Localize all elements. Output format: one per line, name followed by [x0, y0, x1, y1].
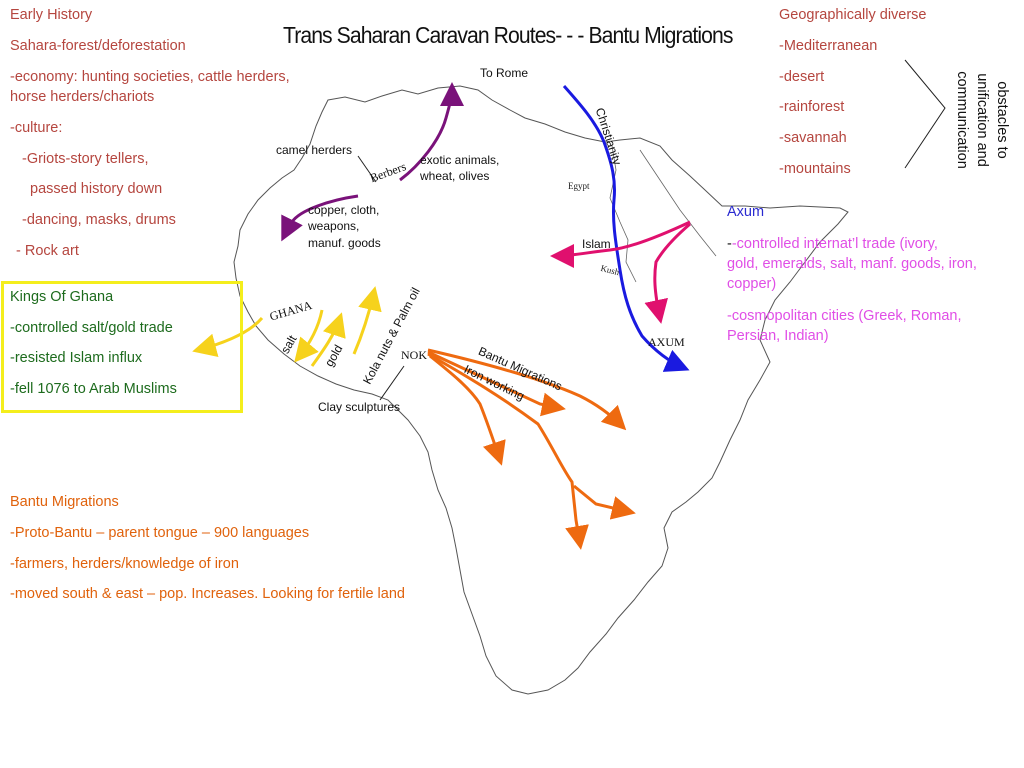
bantu-east-arrow	[427, 348, 627, 431]
axum-trade-prefix: -	[727, 236, 732, 252]
bantu-item: -Proto-Bantu – parent tongue – 900 langu…	[10, 525, 310, 541]
christianity-route-arrow	[562, 85, 690, 372]
bantu-heading: Bantu Migrations	[10, 494, 119, 510]
axum-heading: Axum	[727, 204, 765, 220]
copper-label: manuf. goods	[308, 236, 381, 250]
axum-cities-line: Persian, Indian)	[727, 328, 829, 344]
early-history-item: -Griots-story tellers,	[22, 151, 149, 167]
obstacles-line: communication	[954, 71, 970, 169]
nok-label: NOK	[401, 348, 427, 362]
early-history-item: -economy: hunting societies, cattle herd…	[10, 69, 290, 85]
obstacles-note: obstacles to unification and communicati…	[948, 60, 1018, 180]
axum-trade-line: gold, emeralds, salt, manf. goods, iron,	[727, 256, 977, 272]
ghana-item: -fell 1076 to Arab Muslims	[10, 381, 177, 397]
islam-label: Islam	[582, 237, 611, 251]
africa-coastline	[233, 85, 849, 695]
salt-arrow	[294, 309, 324, 363]
copper-label: weapons,	[308, 219, 360, 233]
exotic-label: wheat, olives	[420, 169, 490, 183]
clay-sculptures-label: Clay sculptures	[318, 400, 401, 414]
geography-item: -desert	[779, 69, 825, 85]
obstacles-line: obstacles to	[994, 81, 1010, 159]
obstacles-bracket	[904, 59, 946, 169]
to-rome-label: To Rome	[480, 66, 529, 80]
obstacles-line: unification and	[974, 73, 990, 167]
early-history-item: Sahara-forest/deforestation	[10, 38, 186, 54]
axum-trade-line: --controlled internat’l trade (ivory,	[727, 234, 938, 254]
islam-route-arrow	[550, 220, 691, 268]
geography-item: -rainforest	[779, 99, 845, 115]
ghana-west-arrow	[192, 316, 264, 357]
bantu-south-arrow	[427, 352, 589, 550]
early-history-heading: Early History	[10, 7, 93, 23]
geography-item: -savannah	[779, 130, 847, 146]
page-title: Trans Saharan Caravan Routes- - - Bantu …	[283, 22, 733, 48]
axum-cities-line: -cosmopolitan cities (Greek, Roman,	[727, 308, 962, 324]
bantu-item: -moved south & east – pop. Increases. Lo…	[10, 586, 405, 602]
egypt-label: Egypt	[568, 181, 590, 191]
copper-label: copper, cloth,	[308, 203, 380, 217]
berber-route-north-arrow	[399, 82, 464, 182]
axum-route-arrow	[644, 222, 691, 324]
berber-route-south-arrow	[281, 194, 359, 242]
early-history-item: - Rock art	[16, 243, 79, 259]
early-history-item: -dancing, masks, drums	[22, 212, 176, 228]
ghana-item: -resisted Islam influx	[10, 350, 143, 366]
early-history-item: passed history down	[30, 181, 163, 197]
ghana-heading: Kings Of Ghana	[10, 289, 114, 305]
axum-map-label: AXUM	[648, 335, 685, 349]
bantu-southeast-arrow	[427, 350, 566, 417]
axum-trade-text: -controlled internat’l trade (ivory,	[731, 236, 938, 252]
clay-sculptures-pointer	[379, 365, 405, 401]
camel-herders-label: camel herders	[276, 143, 353, 157]
red-sea	[639, 149, 717, 257]
geography-item: -Mediterranean	[779, 38, 878, 54]
gold-arrow	[310, 312, 346, 367]
early-history-item: horse herders/chariots	[10, 89, 155, 105]
bantu-south-branch-arrow	[573, 484, 636, 520]
bantu-item: -farmers, herders/knowledge of iron	[10, 556, 239, 572]
ghana-item: -controlled salt/gold trade	[10, 320, 173, 336]
exotic-label: exotic animals,	[420, 153, 500, 167]
geography-item: -mountains	[779, 161, 851, 177]
axum-trade-line: copper)	[727, 276, 777, 292]
camel-herders-pointer	[357, 155, 377, 183]
kings-of-ghana-box	[1, 281, 243, 413]
nile-river	[609, 145, 637, 283]
kola-arrow	[352, 286, 382, 355]
early-history-item: -culture:	[10, 120, 63, 136]
bantu-southwest-arrow	[429, 354, 506, 466]
geography-heading: Geographically diverse	[779, 7, 927, 23]
